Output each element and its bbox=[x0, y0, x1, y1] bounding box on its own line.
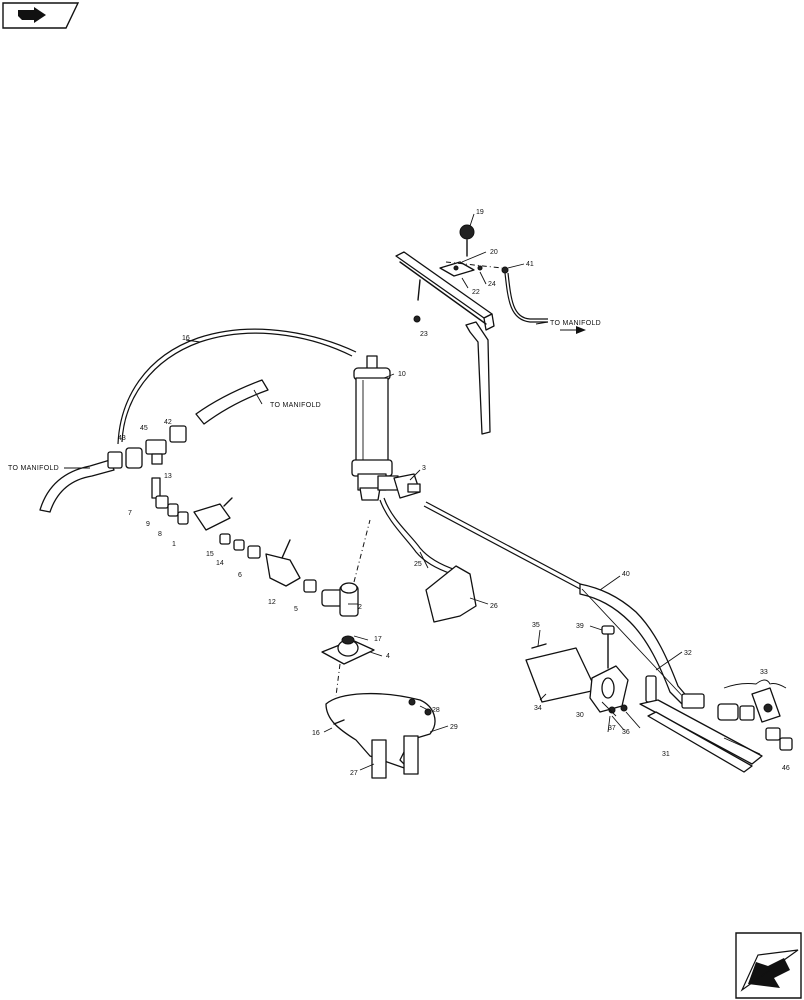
callout-40: 40 bbox=[622, 571, 630, 578]
callout-45: 45 bbox=[140, 425, 148, 432]
callout-1: 1 bbox=[172, 541, 176, 548]
callout-3: 3 bbox=[422, 465, 426, 472]
callout-30: 30 bbox=[576, 712, 584, 719]
callout-numbers: 1 2 3 4 5 6 7 8 9 10 12 13 14 15 16 16 1… bbox=[118, 209, 790, 777]
callout-41: 41 bbox=[526, 261, 534, 268]
callout-7: 7 bbox=[128, 510, 132, 517]
callout-27: 27 bbox=[350, 770, 358, 777]
callout-13: 13 bbox=[164, 473, 172, 480]
to-manifold-label-left: TO MANIFOLD bbox=[8, 465, 59, 472]
callout-28: 28 bbox=[432, 707, 440, 714]
leader-lines bbox=[64, 213, 761, 771]
forward-nav-icon[interactable] bbox=[735, 932, 802, 999]
callout-6: 6 bbox=[238, 572, 242, 579]
callout-29: 29 bbox=[450, 724, 458, 731]
mounting-plates bbox=[321, 565, 477, 779]
callout-17: 17 bbox=[374, 636, 382, 643]
callout-31: 31 bbox=[662, 751, 670, 758]
upper-bracket-assembly bbox=[395, 224, 548, 435]
callout-15: 15 bbox=[206, 551, 214, 558]
callout-46: 46 bbox=[782, 765, 790, 772]
callout-8: 8 bbox=[158, 531, 162, 538]
callout-42: 42 bbox=[164, 419, 172, 426]
callout-24: 24 bbox=[488, 281, 496, 288]
filter-assembly bbox=[351, 355, 421, 501]
callout-33: 33 bbox=[760, 669, 768, 676]
callout-9: 9 bbox=[146, 521, 150, 528]
callout-34: 34 bbox=[534, 705, 542, 712]
callout-20: 20 bbox=[490, 249, 498, 256]
callout-16-bolt: 16 bbox=[312, 730, 320, 737]
callout-25: 25 bbox=[414, 561, 422, 568]
callout-14: 14 bbox=[216, 560, 224, 567]
callout-19: 19 bbox=[476, 209, 484, 216]
callout-12: 12 bbox=[268, 599, 276, 606]
to-manifold-label-upper: TO MANIFOLD bbox=[270, 402, 321, 409]
to-manifold-label-right: TO MANIFOLD bbox=[550, 320, 601, 327]
callout-4: 4 bbox=[386, 653, 390, 660]
fittings-chain bbox=[107, 425, 371, 617]
callout-36: 36 bbox=[622, 729, 630, 736]
callout-26: 26 bbox=[490, 603, 498, 610]
callout-5: 5 bbox=[294, 606, 298, 613]
callout-37: 37 bbox=[608, 725, 616, 732]
callout-16-hose: 16 bbox=[182, 335, 190, 342]
hoses bbox=[39, 328, 705, 709]
callout-10: 10 bbox=[398, 371, 406, 378]
callout-22: 22 bbox=[472, 289, 480, 296]
callout-43: 43 bbox=[118, 435, 126, 442]
callout-39: 39 bbox=[576, 623, 584, 630]
callout-32: 32 bbox=[684, 650, 692, 657]
callout-23: 23 bbox=[420, 331, 428, 338]
back-nav-icon[interactable] bbox=[2, 2, 80, 29]
callout-2: 2 bbox=[358, 604, 362, 611]
callout-35: 35 bbox=[532, 622, 540, 629]
right-assembly bbox=[525, 625, 793, 773]
